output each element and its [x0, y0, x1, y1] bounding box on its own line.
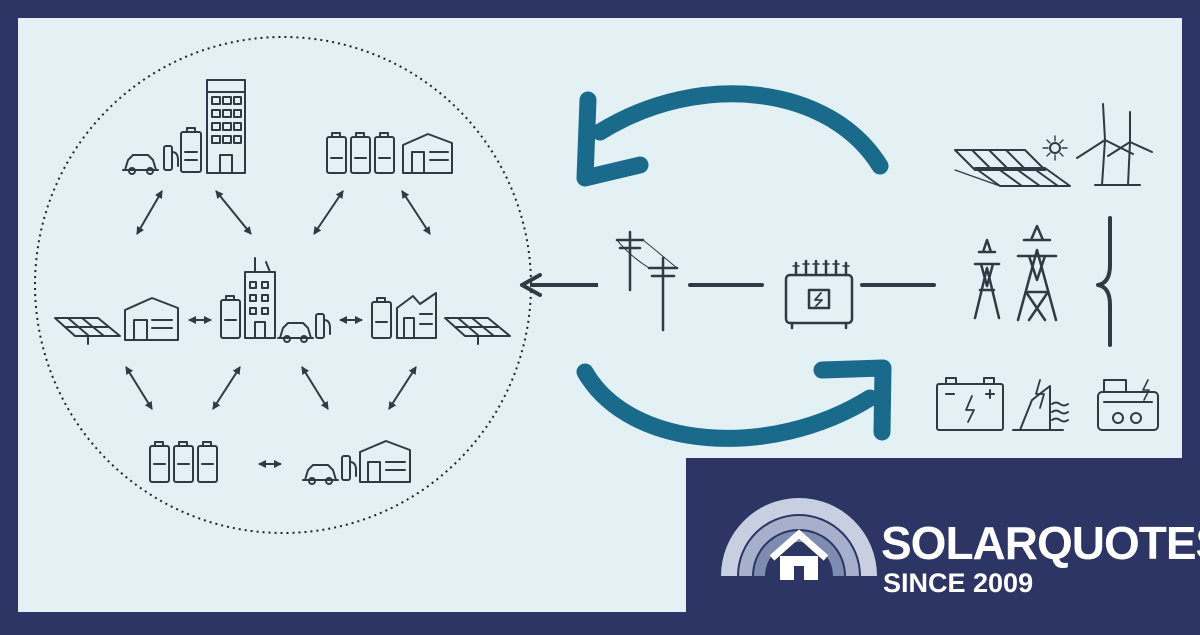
house-icon	[359, 440, 411, 483]
battery-icon	[220, 295, 241, 339]
cycle-arrow-top-icon	[576, 85, 889, 187]
brace-icon	[1096, 216, 1112, 347]
battery-icon	[936, 377, 1004, 431]
ev-charger-icon	[163, 145, 179, 171]
house-rainbow-icon	[721, 498, 877, 580]
bidirectional-arrow-icon	[301, 366, 329, 410]
modern-house-icon	[396, 292, 437, 339]
brand-name: SOLARQUOTES®	[881, 517, 1200, 569]
sun-icon	[1042, 135, 1068, 161]
bidirectional-arrow-icon	[388, 366, 417, 410]
generator-icon	[1097, 379, 1159, 431]
cycle-arrow-bottom-icon	[576, 359, 892, 447]
bidirectional-arrow-icon	[215, 190, 252, 235]
car-icon	[122, 154, 159, 175]
solar-panel-icon	[54, 317, 121, 345]
transformer-icon	[784, 259, 854, 330]
brand-tagline: SINCE 2009	[883, 568, 1034, 598]
battery-bank-icon	[149, 441, 218, 483]
battery-bank-icon	[326, 132, 395, 174]
ev-charger-icon	[315, 313, 331, 339]
exchange-arrows	[125, 190, 431, 468]
house-icon	[124, 297, 179, 341]
bidirectional-arrow-icon	[136, 190, 163, 235]
battery-icon	[180, 127, 202, 173]
transmission-towers-icon	[973, 224, 1058, 322]
apartment-building-icon	[206, 79, 246, 174]
house-icon	[402, 133, 453, 174]
grid-feed-arrow-icon	[520, 273, 598, 297]
bidirectional-arrow-icon	[313, 190, 344, 235]
logo-panel: SOLARQUOTES® SINCE 2009	[686, 458, 1200, 630]
car-icon	[302, 464, 339, 485]
hydro-dam-icon	[1012, 379, 1069, 431]
solar-panel-icon	[444, 317, 511, 345]
battery-icon	[371, 297, 392, 339]
solar-farm-icon	[954, 149, 1071, 187]
wind-turbine-icon	[1076, 103, 1153, 186]
apartment-building-icon	[244, 257, 276, 339]
car-icon	[277, 322, 314, 343]
ev-charger-icon	[341, 455, 357, 481]
power-pole-icon	[615, 230, 679, 332]
bidirectional-arrow-icon	[401, 190, 431, 235]
bidirectional-arrow-icon	[212, 366, 241, 410]
bidirectional-arrow-icon	[125, 366, 153, 410]
